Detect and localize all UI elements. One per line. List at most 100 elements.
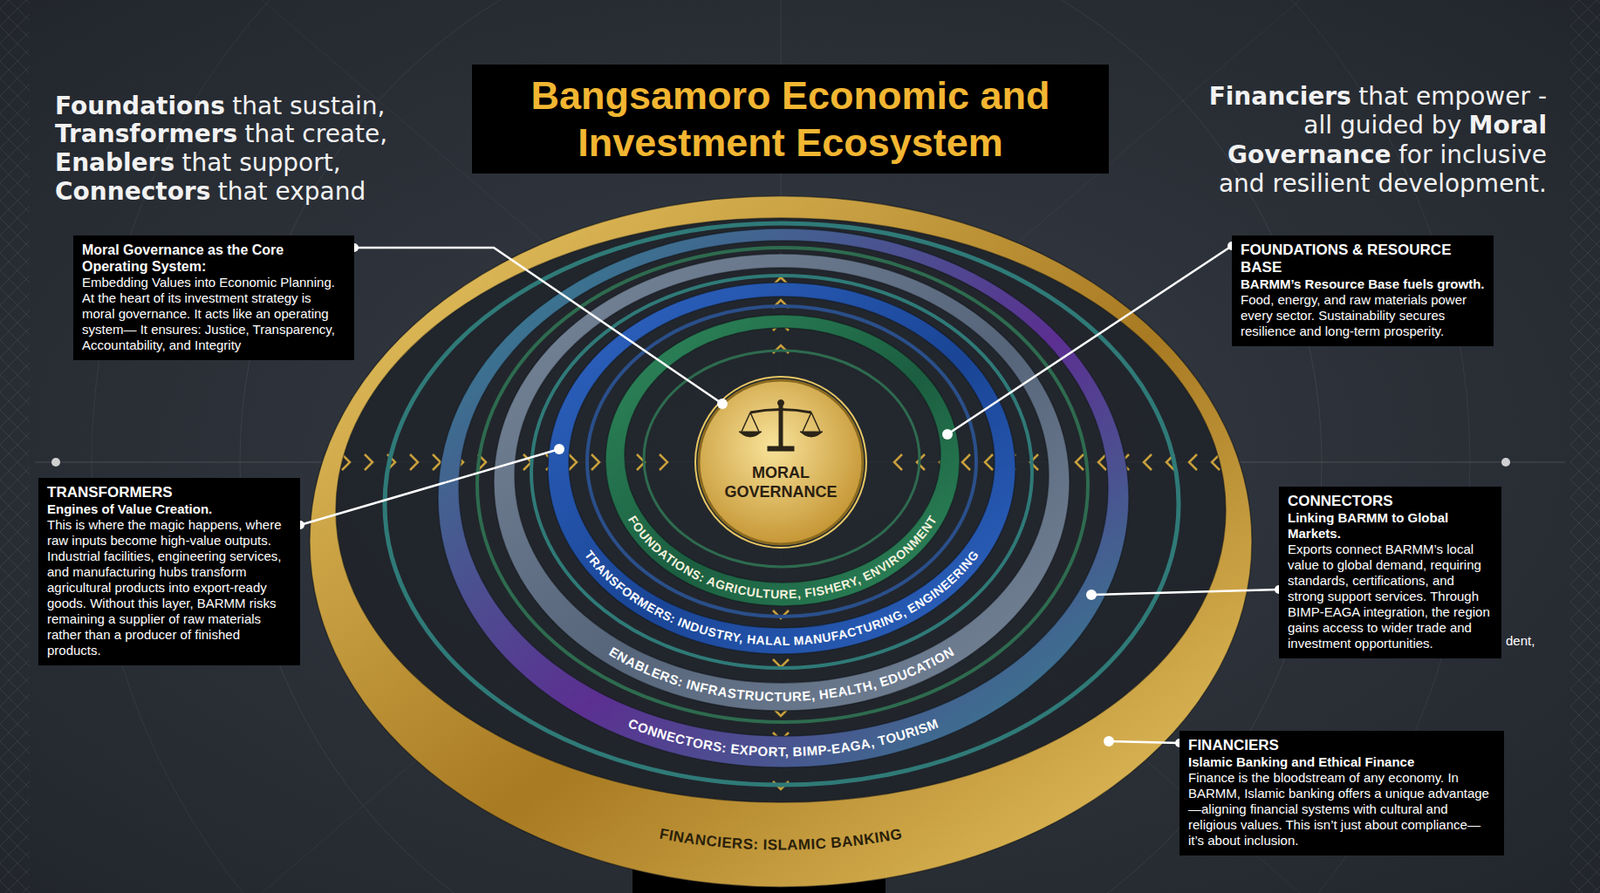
ring-label: ENABLERS: INFRASTRUCTURE, HEALTH, EDUCAT… <box>606 643 957 705</box>
leader-line <box>1108 741 1180 744</box>
chevron <box>984 454 993 471</box>
chevron <box>1075 454 1084 471</box>
chevron <box>772 277 789 286</box>
chevron <box>772 322 789 331</box>
ring-label-path: ENABLERS: INFRASTRUCTURE, HEALTH, EDUCAT… <box>606 643 957 705</box>
chevron <box>772 708 789 717</box>
callout-heading: FINANCIERS <box>1188 737 1496 755</box>
chevron <box>1030 454 1039 471</box>
tagline: Connectorsthat expand <box>54 177 366 206</box>
tagline-text: that create, <box>245 119 389 149</box>
side-pattern <box>0 0 30 893</box>
chevron <box>364 454 373 471</box>
chevron <box>962 454 971 471</box>
callout-box: FINANCIERSIslamic Banking and Ethical Fi… <box>1179 731 1505 856</box>
thin-ring <box>587 306 977 617</box>
chevron <box>1007 454 1016 471</box>
callout-body: Food, energy, and raw materials power ev… <box>1240 292 1485 340</box>
tagline: and resilient development. <box>1218 169 1547 199</box>
scales-part <box>767 446 794 452</box>
chevron <box>500 454 509 471</box>
scales-part <box>778 400 785 407</box>
tagline: Transformersthat create, <box>54 119 388 149</box>
core-label: MORAL GOVERNANCE <box>708 463 854 502</box>
scales-part <box>750 410 812 414</box>
chevron <box>1143 454 1152 471</box>
ring-group <box>309 196 1252 888</box>
chevron <box>772 345 789 354</box>
ring-label-group: FINANCIERS: ISLAMIC BANKING <box>657 826 903 855</box>
chevron <box>1211 454 1220 471</box>
callout-subheading: Islamic Banking and Ethical Finance <box>1188 754 1496 771</box>
scales-icon <box>738 400 823 452</box>
chevron <box>387 454 396 471</box>
ring-band: ENABLERS: INFRASTRUCTURE, HEALTH, EDUCAT… <box>493 253 1070 712</box>
callout-subheading: Engines of Value Creation. <box>47 501 292 518</box>
tagline-text: that expand <box>218 177 367 206</box>
leader-connector <box>295 444 565 530</box>
chevron <box>772 254 789 263</box>
tagline-bold: Governance <box>1227 140 1392 170</box>
ring-label-layer: FINANCIERS: ISLAMIC BANKING <box>309 196 1252 888</box>
scales-part <box>779 403 783 448</box>
chevron <box>916 454 925 471</box>
tagline-bold: Transformers <box>54 119 238 149</box>
chevron <box>772 659 789 668</box>
chevron <box>894 454 903 471</box>
chevron-arrows <box>341 209 1220 863</box>
guide-circle <box>239 0 1322 893</box>
ring-band: TRANSFORMERS: INDUSTRY, HALAL MANUFACTUR… <box>547 282 1016 655</box>
title-box: Bangsamoro Economic and Investment Ecosy… <box>471 64 1109 174</box>
leader-dot <box>1103 736 1115 747</box>
tagline-bold: Connectors <box>54 177 211 206</box>
guide-line <box>261 0 1300 893</box>
leader-line <box>300 449 560 526</box>
ring-label: CONNECTORS: EXPORT, BIMP-EAGA, TOURISM <box>626 715 941 759</box>
callout-box: Moral Governance as the Core Operating S… <box>73 235 355 361</box>
ring-shape <box>605 314 960 607</box>
bottom-bar <box>632 856 886 893</box>
ring-label-group: ENABLERS: INFRASTRUCTURE, HEALTH, EDUCAT… <box>606 643 957 705</box>
thin-ring <box>384 223 1179 786</box>
chevron <box>591 454 600 471</box>
chevron <box>614 454 623 471</box>
leader-line <box>1091 589 1279 595</box>
scales-part <box>738 431 762 438</box>
ring-label-group: CONNECTORS: EXPORT, BIMP-EAGA, TOURISM <box>626 715 941 759</box>
tagline: Financiersthat empower - <box>1209 82 1547 111</box>
callout-heading: Moral Governance as the Core Operating S… <box>82 241 346 275</box>
ring-band: FOUNDATIONS: AGRICULTURE, FISHERY, ENVIR… <box>605 314 960 607</box>
core-circle: MORAL GOVERNANCE <box>697 379 864 546</box>
leader-dot <box>942 429 953 440</box>
chevron <box>432 454 441 471</box>
chevron <box>939 454 948 471</box>
chevron <box>410 454 418 471</box>
ring-label-path: FINANCIERS: ISLAMIC BANKING <box>657 826 903 855</box>
callout-heading: CONNECTORS <box>1287 492 1493 511</box>
ring-ground <box>309 196 1252 888</box>
callout-body: Exports connect BARMM’s local value to g… <box>1287 541 1493 652</box>
chevron <box>772 806 789 814</box>
leader-dot <box>717 398 728 410</box>
ring-group <box>547 282 1016 655</box>
callout-box: CONNECTORSLinking BARMM to Global Market… <box>1278 486 1502 659</box>
callout-body: This is where the magic happens, where r… <box>47 517 292 659</box>
tagline: all guided byMoral <box>1303 110 1547 140</box>
tagline-text: that support, <box>181 148 341 178</box>
ring-fill <box>547 282 1016 655</box>
chevron <box>341 454 350 471</box>
tagline: Foundationsthat sustain, <box>54 91 386 121</box>
chevron <box>772 209 789 218</box>
ring-band: CONNECTORS: EXPORT, BIMP-EAGA, TOURISM EN… <box>437 228 1129 768</box>
ring-shape <box>309 196 1252 888</box>
ring-fill <box>309 196 1252 888</box>
leader-connector <box>1103 736 1184 748</box>
chevron <box>772 232 789 240</box>
tagline: Governancefor inclusive <box>1227 140 1547 170</box>
leader-line <box>354 247 723 404</box>
callout-box: FOUNDATIONS & RESOURCE BASEBARMM’s Resou… <box>1231 235 1494 347</box>
core-text-holder: MORAL GOVERNANCE <box>708 463 854 502</box>
chevron <box>455 454 464 471</box>
